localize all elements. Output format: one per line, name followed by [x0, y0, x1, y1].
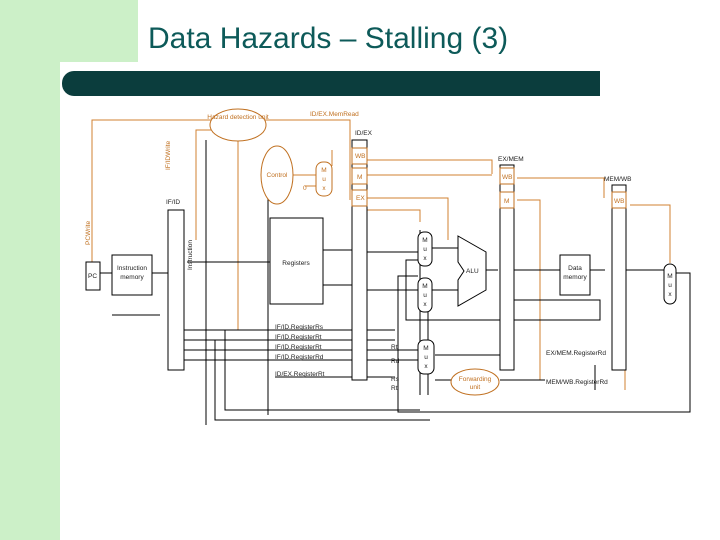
ifid-write-label: IF/IDWrite	[165, 140, 172, 170]
instruction-memory-label-2: memory	[120, 274, 144, 281]
pc-register	[85, 261, 101, 291]
regdst-mux: M u x	[417, 339, 435, 375]
exmem-wb-label: WB	[502, 174, 512, 181]
svg-text:u: u	[424, 354, 428, 361]
alu-label: ALU	[466, 268, 479, 275]
control-label: Control	[267, 172, 289, 179]
forward-mux-b: M u x	[417, 277, 433, 313]
svg-text:x: x	[668, 291, 672, 298]
instruction-vlabel: Instruction	[187, 240, 194, 270]
exmem-m-label: M	[504, 198, 509, 205]
rt-loop	[214, 340, 430, 421]
idex-wb-box	[351, 147, 368, 165]
rt2-label: Rt	[391, 385, 398, 392]
svg-text:M: M	[423, 345, 428, 352]
hazard-unit-label: Hazard detection unit	[207, 114, 269, 121]
exmem-m-box	[499, 191, 515, 209]
instruction-memory	[111, 254, 153, 296]
registers-label: Registers	[282, 260, 310, 267]
title-rule	[62, 71, 600, 96]
writeback-mux: M u x	[663, 263, 677, 305]
svg-text:u: u	[322, 176, 326, 183]
memtoreg	[630, 204, 671, 263]
rt-label: Rt	[391, 344, 398, 351]
memread-line	[265, 119, 351, 200]
alu-ctrl	[360, 197, 449, 240]
wb-forward-2	[517, 177, 605, 198]
memwb-wb-label: WB	[614, 198, 624, 205]
instruction-memory-label-1: Instruction	[117, 265, 147, 272]
left-decor-bar	[0, 0, 60, 540]
register-file	[269, 217, 324, 305]
idex-memread-label: ID/EX.MemRead	[310, 111, 359, 118]
memwb-label: MEM/WB	[604, 176, 631, 183]
exmem-wb-box	[499, 167, 515, 185]
forward-mux-a: M u x	[417, 231, 433, 267]
idex-ex-label: EX	[356, 195, 365, 202]
pc-write-label: PCWrite	[85, 221, 92, 245]
ifid-register	[167, 209, 185, 371]
ifid-rt2-label: IF/ID.RegisterRt	[275, 344, 322, 351]
ifid-rt1-label: IF/ID.RegisterRt	[275, 334, 322, 341]
svg-text:x: x	[322, 185, 326, 192]
control-unit	[260, 145, 294, 205]
idex-wb-label: WB	[355, 153, 365, 160]
exmem-rd-label: EX/MEM.RegisterRd	[546, 350, 606, 357]
svg-text:M: M	[422, 283, 427, 290]
idex-m-label: M	[357, 174, 362, 181]
forwarding-unit-label-2: unit	[470, 384, 481, 391]
svg-text:u: u	[423, 246, 427, 253]
idex-m-box	[351, 167, 368, 185]
control-mux	[315, 161, 333, 197]
svg-text:u: u	[668, 282, 672, 289]
memwb-wb-box	[611, 191, 627, 209]
data-memory-label-2: memory	[563, 274, 587, 281]
svg-text:u: u	[423, 292, 427, 299]
wb-forward-1	[360, 159, 493, 174]
svg-text:M: M	[422, 237, 427, 244]
memwb-rd-label: MEM/WB.RegisterRd	[546, 379, 608, 386]
alu	[457, 235, 487, 307]
top-decor-bar	[60, 0, 138, 62]
zero-label: 0	[303, 185, 307, 192]
memread-ctrl	[517, 199, 541, 380]
svg-text:x: x	[423, 301, 427, 308]
pc-label: PC	[88, 273, 97, 280]
writeback-loop	[397, 272, 691, 413]
ifid-label: IF/ID	[166, 199, 180, 206]
control-mux-letters: M u x	[321, 167, 326, 192]
slide-title: Data Hazards – Stalling (3)	[148, 22, 509, 55]
mux-ctrl	[360, 209, 421, 222]
svg-text:x: x	[423, 255, 427, 262]
data-lines	[100, 140, 691, 425]
idex-label: ID/EX	[355, 130, 373, 137]
ifid-rs-label: IF/ID.RegisterRs	[275, 324, 324, 331]
ifidwrite-line	[195, 129, 212, 240]
forwarding-unit	[450, 368, 500, 396]
forwarding-unit-label-1: Forwarding	[459, 376, 492, 383]
rs-loop	[224, 330, 420, 411]
svg-text:x: x	[424, 363, 428, 370]
idex-rt-label: ID/EX.RegisterRt	[275, 371, 325, 378]
ifid-rd-label: IF/ID.RegisterRd	[275, 354, 324, 361]
hazard-detection-unit	[209, 108, 267, 142]
memwb-register	[611, 184, 627, 371]
svg-text:M: M	[667, 273, 672, 280]
exmem-label: EX/MEM	[498, 156, 524, 163]
rs-label: Rs	[391, 376, 400, 383]
data-memory	[559, 254, 591, 296]
exmem-register	[499, 164, 515, 371]
idex-ex-box	[351, 189, 368, 207]
svg-text:M: M	[321, 167, 326, 174]
rd-label: Rd	[391, 358, 400, 365]
data-memory-label-1: Data	[568, 265, 582, 272]
pcwrite-line	[91, 119, 212, 268]
